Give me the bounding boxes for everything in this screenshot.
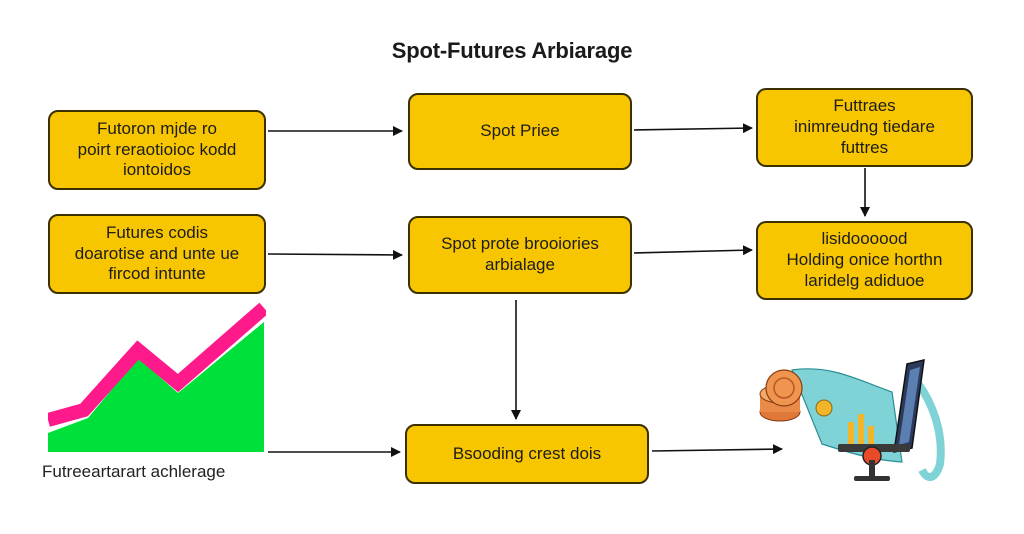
node-futures-trading: Futtraes inimreudng tiedare futtres <box>756 88 973 167</box>
chart-caption: Futreeartarart achlerage <box>42 462 226 481</box>
coins-laptop-icon <box>759 359 945 482</box>
node-holding-costs: Bsooding crest dois <box>405 424 649 484</box>
node-holding-position: lisidoooood Holding onice horthn laridel… <box>756 221 973 300</box>
node-spot-price: Spot Priee <box>408 93 632 170</box>
node-futures-costs: Futures codis doarotise and unte ue firc… <box>48 214 266 294</box>
arrow-left2-to-center2 <box>267 249 403 260</box>
arrow-center2-to-right2 <box>633 245 753 256</box>
chart-green-area <box>48 322 264 452</box>
node-spot-arbitrage: Spot prote brooiories arbialage <box>408 216 632 294</box>
diagram-title: Spot-Futures Arbiarage <box>391 38 633 63</box>
chart-pink-line <box>48 302 266 427</box>
node-futures-spread: Futoron mjde ro poirt reraotioioc kodd i… <box>48 110 266 190</box>
area-chart-illustration <box>48 302 266 452</box>
arrow-center1-to-right1 <box>633 123 753 134</box>
